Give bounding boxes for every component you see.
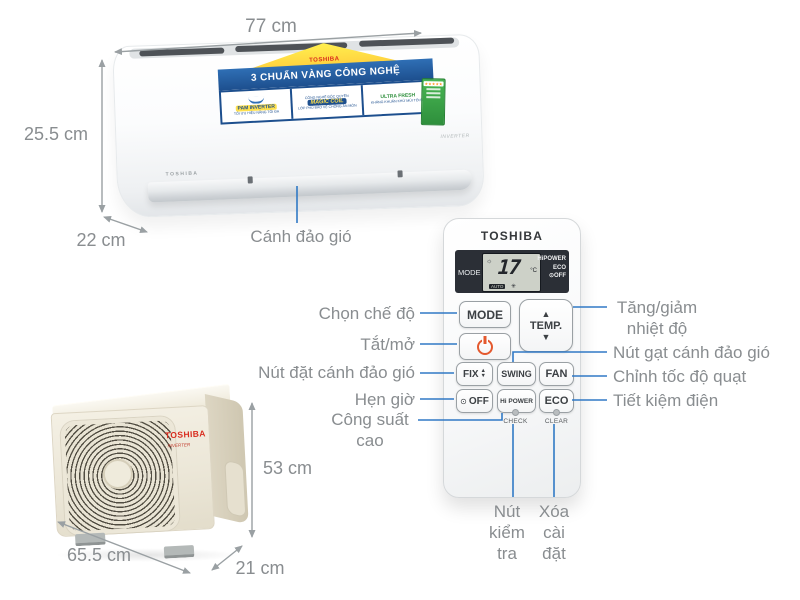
mode-button: MODE bbox=[459, 301, 511, 328]
auto-indicator: AUTO bbox=[489, 284, 506, 289]
fan-button: FAN bbox=[539, 362, 574, 386]
status-off-timer: ⊙OFF bbox=[548, 273, 566, 279]
remote-control: TOSHIBA MODE ☼ 17 °C AUTO ✳ HiPOWER ECO … bbox=[443, 218, 581, 498]
sun-icon: ☼ bbox=[486, 258, 493, 265]
check-button bbox=[512, 409, 519, 416]
promo-banner: TOSHIBA 3 CHUẨN VÀNG CÔNG NGHỆ PAM INVER… bbox=[217, 37, 436, 125]
remote-display-panel: MODE ☼ 17 °C AUTO ✳ HiPOWER ECO ⊙OFF bbox=[455, 250, 569, 293]
power-icon bbox=[477, 338, 493, 355]
timer-clock-icon: ⊙ bbox=[460, 396, 467, 406]
badge-pam-inverter: PAM INVERTER TỐI ƯU HIỆU NĂNG TỐI ĐA bbox=[221, 89, 291, 123]
temp-button: ▲ TEMP. ▼ bbox=[519, 299, 573, 352]
callout-swing: Nút gạt cánh đảo gió bbox=[613, 343, 770, 362]
callout-clear: Xóa cài đặt bbox=[538, 502, 570, 563]
fix-button-label: FIX bbox=[462, 368, 479, 380]
fix-button: FIX ▲ ▼ bbox=[456, 362, 493, 386]
flap-hinge bbox=[397, 170, 403, 178]
callout-eco: Tiết kiệm điện bbox=[613, 391, 719, 410]
callout-timer: Hẹn giờ bbox=[354, 390, 415, 409]
callout-power: Tắt/mở bbox=[360, 335, 415, 354]
callout-hipower: Công suất cao bbox=[331, 410, 409, 450]
callout-temp: Tăng/giảm nhiệt độ bbox=[616, 298, 698, 338]
lcd-screen: ☼ 17 °C AUTO ✳ bbox=[482, 253, 541, 292]
energy-rating-label: ★★★★★ bbox=[420, 78, 446, 126]
clear-button bbox=[553, 409, 560, 416]
callout-check: Nút kiểm tra bbox=[489, 502, 525, 563]
energy-stars: ★★★★★ bbox=[423, 81, 444, 87]
callout-flap: Cánh đảo gió bbox=[250, 227, 352, 246]
off-button-label: OFF bbox=[468, 395, 489, 407]
dim-label-height-indoor: 25.5 cm bbox=[23, 124, 89, 144]
outdoor-pipe-cover bbox=[224, 459, 247, 519]
inverter-swoosh-icon bbox=[247, 96, 265, 105]
clear-button-label: CLEAR bbox=[544, 418, 569, 425]
fan-speed-icon: ✳ bbox=[511, 284, 517, 290]
dim-label-width-indoor: 77 cm bbox=[245, 16, 297, 37]
callout-fix: Nút đặt cánh đảo gió bbox=[258, 363, 415, 382]
mounting-foot bbox=[163, 545, 195, 559]
dim-label-depth-indoor: 22 cm bbox=[76, 230, 126, 250]
power-button bbox=[459, 333, 511, 360]
temp-down-icon: ▼ bbox=[541, 331, 551, 342]
badge-magic-coil: CÔNG NGHỆ ĐỘC QUYỀN MAGIC COIL LỚP PHỦ B… bbox=[289, 85, 363, 119]
display-status-column: HiPOWER ECO ⊙OFF bbox=[537, 255, 566, 281]
dim-label-depth-outdoor: 21 cm bbox=[235, 558, 285, 578]
swing-button: SWING bbox=[497, 362, 536, 386]
status-hipower: HiPOWER bbox=[537, 256, 566, 262]
check-button-label: CHECK bbox=[503, 418, 528, 425]
temperature-value: 17 bbox=[497, 255, 521, 279]
dim-label-width-outdoor: 65.5 cm bbox=[66, 545, 132, 565]
indoor-inverter-text: INVERTER bbox=[440, 133, 470, 141]
outdoor-front-face: TOSHIBA INVERTER bbox=[50, 405, 215, 538]
callout-mode: Chọn chế độ bbox=[318, 304, 415, 323]
dim-label-height-outdoor: 53 cm bbox=[263, 458, 313, 478]
outdoor-inverter-text: INVERTER bbox=[167, 442, 191, 449]
outdoor-brand-logo: TOSHIBA bbox=[164, 428, 207, 441]
temperature-unit: °C bbox=[530, 268, 537, 274]
remote-brand: TOSHIBA bbox=[480, 229, 544, 243]
fix-updown-icon: ▲ ▼ bbox=[480, 368, 486, 379]
display-mode-text: MODE bbox=[458, 268, 481, 277]
indoor-brand-logo: TOSHIBA bbox=[165, 170, 199, 178]
temp-up-icon: ▲ bbox=[541, 308, 551, 319]
callout-fan: Chỉnh tốc độ quạt bbox=[613, 367, 747, 386]
temp-button-label: TEMP. bbox=[529, 319, 563, 332]
status-eco: ECO bbox=[552, 264, 566, 271]
off-timer-button: ⊙ OFF bbox=[456, 389, 493, 413]
flap-hinge bbox=[247, 176, 253, 184]
